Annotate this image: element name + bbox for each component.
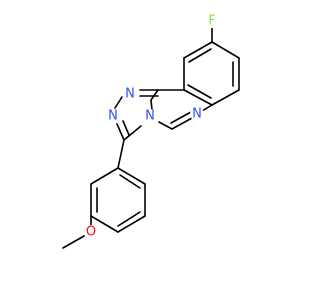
bond (117, 211, 141, 227)
molecule-structure: F N N N N O (62, 14, 240, 249)
bond (170, 111, 192, 124)
bond (171, 117, 193, 130)
bond (123, 125, 142, 141)
atom-background (205, 14, 219, 28)
nitrogen-label: N (145, 109, 155, 124)
bond (90, 167, 119, 185)
bond (188, 48, 212, 63)
bond (211, 41, 240, 59)
bond (201, 104, 213, 112)
nitrogen-label: N (192, 107, 202, 122)
atom-nitrogen-2: N (123, 87, 137, 102)
bond (158, 121, 173, 130)
atom-background (123, 87, 137, 101)
bond (116, 123, 125, 141)
bond (211, 89, 240, 106)
bond (150, 99, 153, 111)
bond (117, 215, 146, 233)
bond (117, 139, 125, 169)
atom-background (143, 109, 157, 123)
atom-nitrogen-1: N (190, 107, 204, 122)
atom-labels: F N N N N O (84, 14, 219, 240)
atom-nitrogen-3: N (106, 109, 120, 124)
atom-background (84, 225, 98, 239)
bond (117, 167, 146, 185)
oxygen-label: O (86, 225, 96, 240)
bond (183, 41, 213, 59)
nitrogen-label: N (108, 109, 118, 124)
bond (183, 89, 213, 106)
bond (62, 235, 85, 249)
bond (114, 96, 123, 109)
fluorine-label: F (208, 14, 215, 29)
bond (187, 84, 212, 99)
bond-group (62, 27, 240, 249)
bond (150, 89, 159, 101)
bond (90, 215, 119, 233)
atom-fluorine: F (205, 14, 219, 29)
nitrogen-label: N (125, 87, 135, 102)
bond (119, 174, 141, 189)
atom-oxygen: O (84, 225, 98, 240)
atom-background (190, 107, 204, 121)
atom-nitrogen-4: N (143, 109, 157, 124)
bond (122, 120, 130, 136)
atom-background (106, 109, 120, 123)
